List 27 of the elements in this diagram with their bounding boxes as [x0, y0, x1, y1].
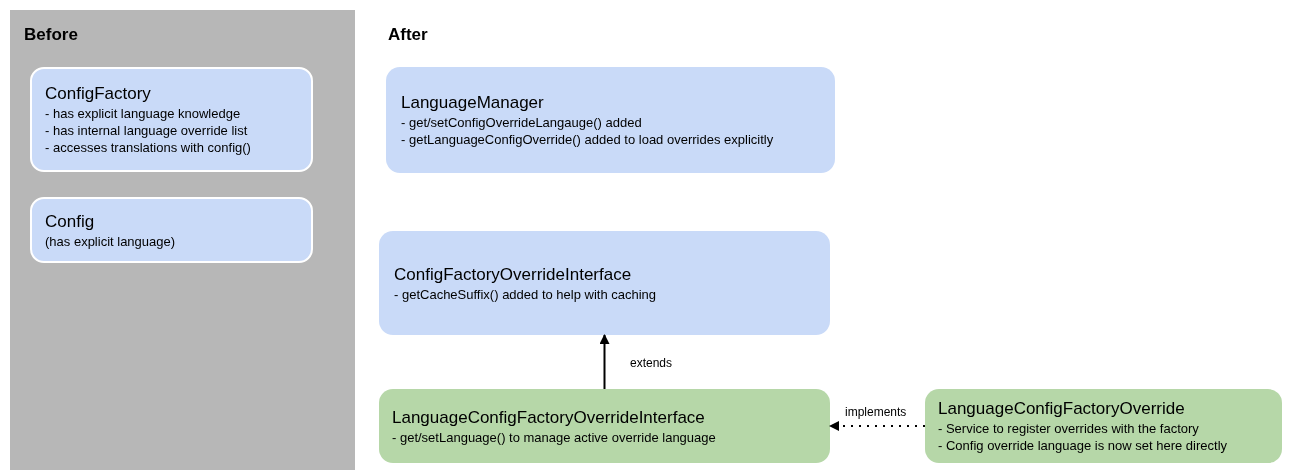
class-name: ConfigFactory — [45, 83, 152, 105]
class-note: - getCacheSuffix() added to help with caching — [394, 285, 658, 303]
section-panel — [10, 10, 355, 470]
class-box — [925, 389, 1282, 463]
class-name: LanguageManager — [401, 92, 545, 114]
class-note: - Config override language is now set here directly — [938, 437, 1229, 454]
arrow — [829, 421, 926, 431]
class-note: - has internal language override list — [45, 122, 249, 139]
class-box — [379, 231, 830, 335]
class-note: - get/setConfigOverrideLangauge() added — [401, 114, 643, 131]
class-note: - Service to register overrides with the factory — [938, 420, 1200, 437]
section-heading: Before — [24, 24, 78, 46]
class-note: - get/setLanguage() to manage active override language — [392, 428, 717, 446]
class-box — [30, 67, 313, 172]
class-box — [386, 67, 835, 173]
section-heading: After — [388, 24, 428, 46]
arrow — [599, 334, 610, 390]
class-note: - accesses translations with config() — [45, 139, 252, 156]
class-box — [30, 197, 313, 263]
class-box — [379, 389, 830, 463]
class-name: LanguageConfigFactoryOverrideInterface — [392, 406, 706, 429]
class-name: ConfigFactoryOverrideInterface — [394, 263, 633, 286]
class-name: LanguageConfigFactoryOverride — [938, 398, 1186, 420]
class-note: - getLanguageConfigOverride() added to load overrides explicitly — [401, 131, 775, 148]
class-name: Config — [45, 210, 96, 233]
class-note: - has explicit language knowledge — [45, 105, 242, 122]
class-note: (has explicit language) — [45, 232, 177, 250]
